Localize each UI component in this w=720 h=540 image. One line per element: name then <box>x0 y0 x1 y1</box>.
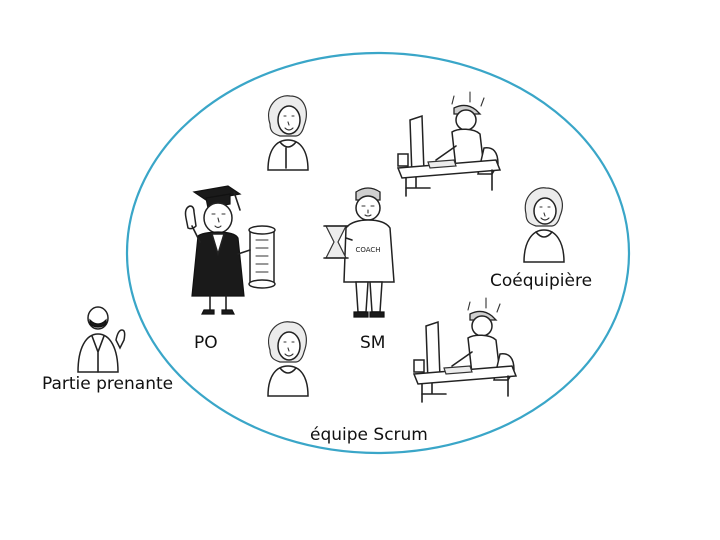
team-member-woman-top <box>258 92 318 172</box>
scrum-team-ellipse <box>125 51 631 455</box>
teammate-woman-figure <box>514 184 574 264</box>
sm-label: SM <box>360 333 386 353</box>
stakeholder-label: Partie prenante <box>42 374 174 394</box>
product-owner-figure <box>170 184 290 319</box>
team-member-woman-bottom <box>258 318 318 398</box>
scrum-team-label: équipe Scrum <box>310 425 428 445</box>
stakeholder-figure <box>72 304 134 374</box>
scrum-master-coach-figure: COACH <box>322 184 412 326</box>
developer-at-computer-top <box>396 90 506 205</box>
po-label: PO <box>194 333 218 353</box>
coach-shirt-text: COACH <box>355 246 380 254</box>
developer-at-computer-bottom <box>412 296 522 411</box>
teammate-label: Coéquipière <box>490 271 593 291</box>
